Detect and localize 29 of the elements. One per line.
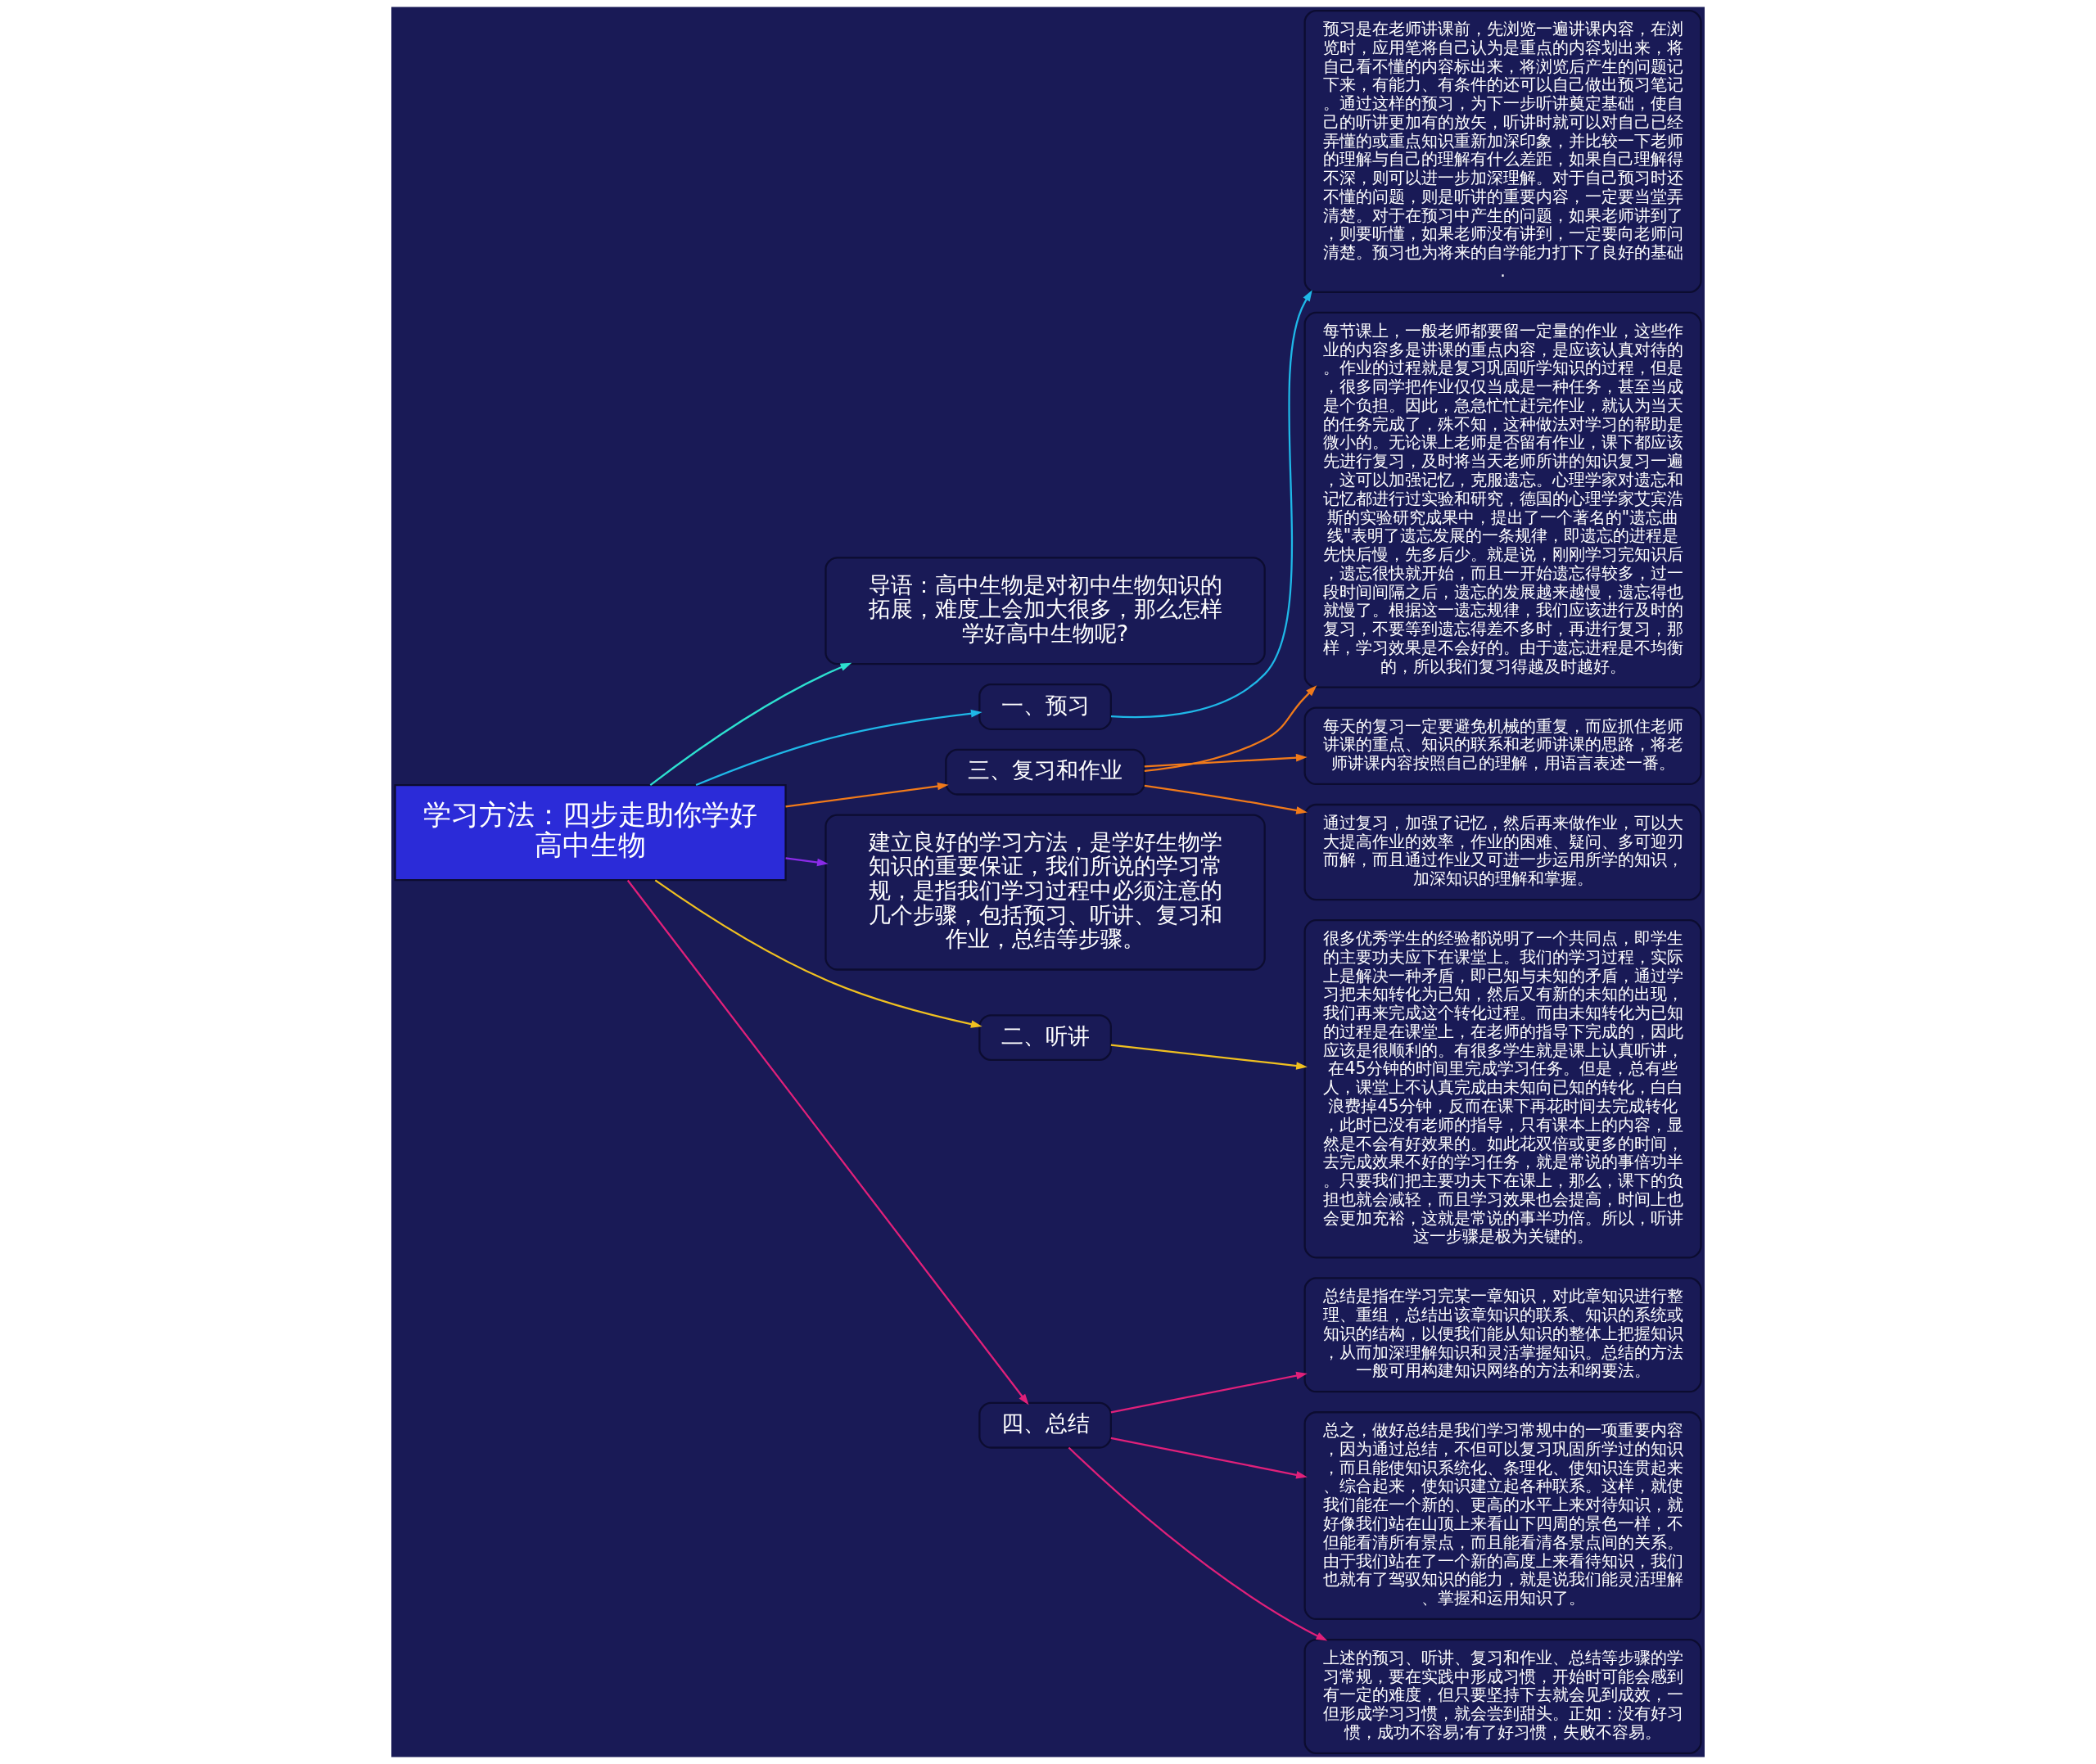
node-box: 预习是在老师讲课前，先浏览一遍讲课内容，在浏览时，应用笔将自己认为是重点的内容划出来，将自己看不懂的内容标出来，将浏览后产生的问题记下来，有能力、有条件的还可以自己做出预习笔记。通过这样的预习，为下一步听讲奠定基础，使自己的听讲更加有的放矢，听讲时就可以对自己已经弄懂的或重点知识重新加深印象，并比较一下老师的理解与自己的理解有什么差距，如果自己理解得不深，则可以进一步加深理解。对于自己预习时还不懂的问题，则是听讲的重要内容，一定要当堂弄清楚。对于在预习中产生的问题，如果老师讲到了，则要听懂，如果老师没有讲到，一定要向老师问清楚。预习也为将来的自学能力打下了良好的基础.	[1303, 9, 1702, 294]
arrow	[1110, 1371, 1308, 1414]
arrow	[626, 879, 1029, 1405]
node-box: 很多优秀学生的经验都说明了一个共同点，即学生的主要功夫应下在课堂上。我们的学习过程，实际上是解决一种矛盾，即已知与未知的矛盾，通过学习把未知转化为已知，然后又有新的未知的出现，我们再来完成这个转化过程。而由未知转化为已知的过程是在课堂上，在老师的指导下完成的，因此应该是很顺利的。有很多学生就是课上认真听讲，在45分钟的时间里完成学习任务。但是，总有些人，课堂上不认真完成由未知向已知的转化，白白浪费掉45分钟，反而在课下再花时间去完成转化，此时已没有老师的指导，只有课本上的内容，显然是不会有好效果的。如此花双倍或更多的时间，去完成效果不好的学习任务，就是常说的事倍功半。只要我们把主要功夫下在课上，那么，课下的负担也就会减轻，而且学习效果也会提高，时间上也会更加充裕，这就是常说的事半功倍。所以，听讲这一步骤是极为关键的。	[1303, 919, 1702, 1259]
arrow	[785, 857, 829, 867]
node-box: 一、预习	[978, 683, 1112, 730]
node-box: 建立良好的学习方法，是学好生物学知识的重要保证，我们所说的学习常规，是指我们学习过程中必须注意的几个步骤，包括预习、听讲、复习和作业，总结等步骤。	[824, 814, 1266, 971]
node-box: 通过复习，加强了记忆，然后再来做作业，可以大大提高作业的效率，作业的困难、疑问、多可迎刃而解，而且通过作业又可进一步运用所学的知识，加深知识的理解和掌握。	[1303, 803, 1702, 901]
arrow	[649, 662, 852, 786]
arrow	[1068, 1446, 1328, 1641]
node-box: 每天的复习一定要避免机械的重复，而应抓住老师讲课的重点、知识的联系和老师讲课的思路，将老师讲课内容按照自己的理解，用语言表述一番。	[1303, 706, 1702, 786]
arrow	[785, 782, 949, 808]
arrow	[695, 709, 982, 787]
node-box: 每节课上，一般老师都要留一定量的作业，这些作业的内容多是讲课的重点内容，是应该认真对待的。作业的过程就是复习巩固听学知识的过程，但是，很多同学把作业仅仅当成是一种任务，甚至当成是个负担。因此，急急忙忙赶完作业，就认为当天的任务完成了，殊不知，这种做法对学习的帮助是微小的。无论课上老师是否留有作业，课下都应该先进行复习，及时将当天老师所讲的知识复习一遍，这可以加强记忆，克服遗忘。心理学家对遗忘和记忆都进行过实验和研究，德国的心理学家艾宾浩斯的实验研究成果中，提出了一个著名的"遗忘曲线"表明了遗忘发展的一条规律，即遗忘的进程是先快后慢，先多后少。就是说，刚刚学习完知识后，遗忘很快就开始，而且一开始遗忘得较多，过一段时间间隔之后，遗忘的发展越来越慢，遗忘得也就慢了。根据这一遗忘规律，我们应该进行及时的复习，不要等到遗忘得差不多时，再进行复习，那样，学习效果是不会好的。由于遗忘进程是不均衡的，所以我们复习得越及时越好。	[1303, 311, 1702, 688]
node-box: 学习方法：四步走助你学好高中生物	[394, 783, 787, 882]
node-box: 上述的预习、听讲、复习和作业、总结等步骤的学习常规，要在实践中形成习惯，开始时可能会感到有一定的难度，但只要坚持下去就会见到成效，一但形成学习习惯，就会尝到甜头。正如：没有好习惯，成功不容易;有了好习惯，失败不容易。	[1303, 1638, 1702, 1755]
arrow	[1144, 685, 1317, 773]
node-box: 总结是指在学习完某一章知识，对此章知识进行整理、重组，总结出该章知识的联系、知识的系统或知识的结构，以便我们能从知识的整体上把握知识，从而加深理解知识和灵活掌握知识。总结的方法一般可用构建知识网络的方法和纲要法。	[1303, 1277, 1702, 1393]
arrow	[1110, 1437, 1308, 1479]
arrow	[1110, 1044, 1308, 1070]
node-box: 四、总结	[978, 1401, 1112, 1449]
arrow	[654, 879, 982, 1028]
arrow	[1110, 290, 1312, 719]
node-box: 总之，做好总结是我们学习常规中的一项重要内容，因为通过总结，不但可以复习巩固所学过的知识，而且能使知识系统化、条理化、使知识连贯起来、综合起来，使知识建立起各种联系。这样，就使我们能在一个新的、更高的水平上来对待知识，就好像我们站在山顶上来看山下四周的景色一样，不但能看清所有景点，而且能看清各景点间的关系。由于我们站在了一个新的高度上来看待知识，我们也就有了驾驭知识的能力，就是说我们能灵活理解、掌握和运用知识了。	[1303, 1411, 1702, 1621]
arrow	[1144, 784, 1308, 814]
node-box: 三、复习和作业	[945, 748, 1145, 796]
node-box: 导语：高中生物是对初中生物知识的拓展，难度上会加大很多，那么怎样学好高中生物呢?	[824, 557, 1266, 665]
node-box: 二、听讲	[978, 1014, 1112, 1062]
arrow	[1144, 753, 1308, 768]
